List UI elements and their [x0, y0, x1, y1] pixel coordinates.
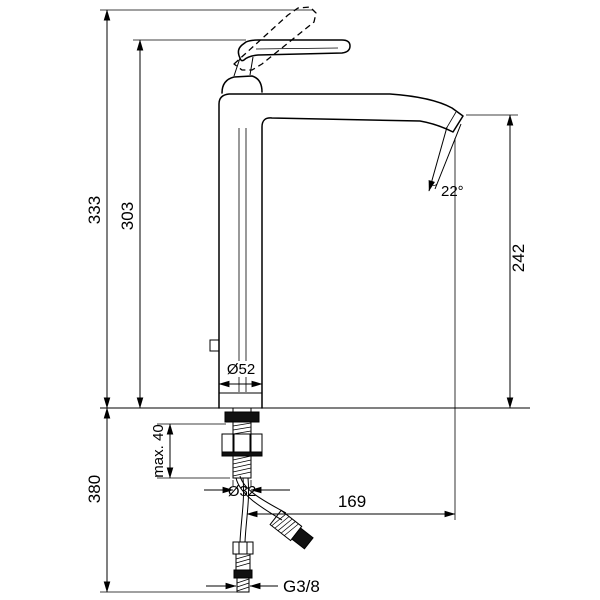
thread-hatching-lower — [232, 455, 252, 477]
thread-hatching-upper — [232, 422, 252, 435]
angle-annotation-22: 22° — [428, 123, 464, 200]
dimension-g38: G3/8 — [206, 577, 320, 596]
dimension-label-169: 169 — [338, 492, 366, 511]
dimension-label-max-40: max. 40 — [150, 424, 167, 477]
pop-up-rod-knob — [209, 339, 219, 352]
extension-lines — [100, 9, 518, 593]
dimension-label-303: 303 — [118, 202, 137, 230]
dimension-label-dia32: Ø32 — [228, 483, 256, 500]
handle-lever-solid — [233, 39, 351, 77]
mounting-shank — [221, 407, 263, 479]
dimension-333: 333 — [85, 9, 111, 409]
handle-lever-raised-dashed — [233, 6, 317, 71]
angled-hose-fitting — [269, 509, 314, 550]
mounting-nut — [221, 433, 263, 457]
dimension-303: 303 — [118, 39, 144, 409]
aerator-line — [445, 111, 457, 130]
dimension-label-g38: G3/8 — [283, 577, 320, 596]
faucet-outline — [209, 75, 464, 409]
seal-flange — [224, 411, 260, 423]
dimension-169: 169 — [246, 492, 456, 518]
dimension-242: 242 — [506, 114, 528, 409]
hose-connector-g38 — [232, 541, 254, 593]
angle-label-22: 22° — [441, 183, 464, 200]
dimension-label-380: 380 — [85, 475, 104, 503]
dimension-max-40: max. 40 — [150, 423, 174, 479]
dimension-label-333: 333 — [85, 196, 104, 224]
dimension-dia52: Ø52 — [218, 361, 263, 388]
dimension-label-242: 242 — [509, 244, 528, 272]
dimension-380: 380 — [85, 407, 111, 593]
cartridge-dome — [221, 75, 263, 94]
dimension-label-dia52: Ø52 — [227, 361, 255, 378]
dimension-dia32: Ø32 — [204, 483, 290, 500]
